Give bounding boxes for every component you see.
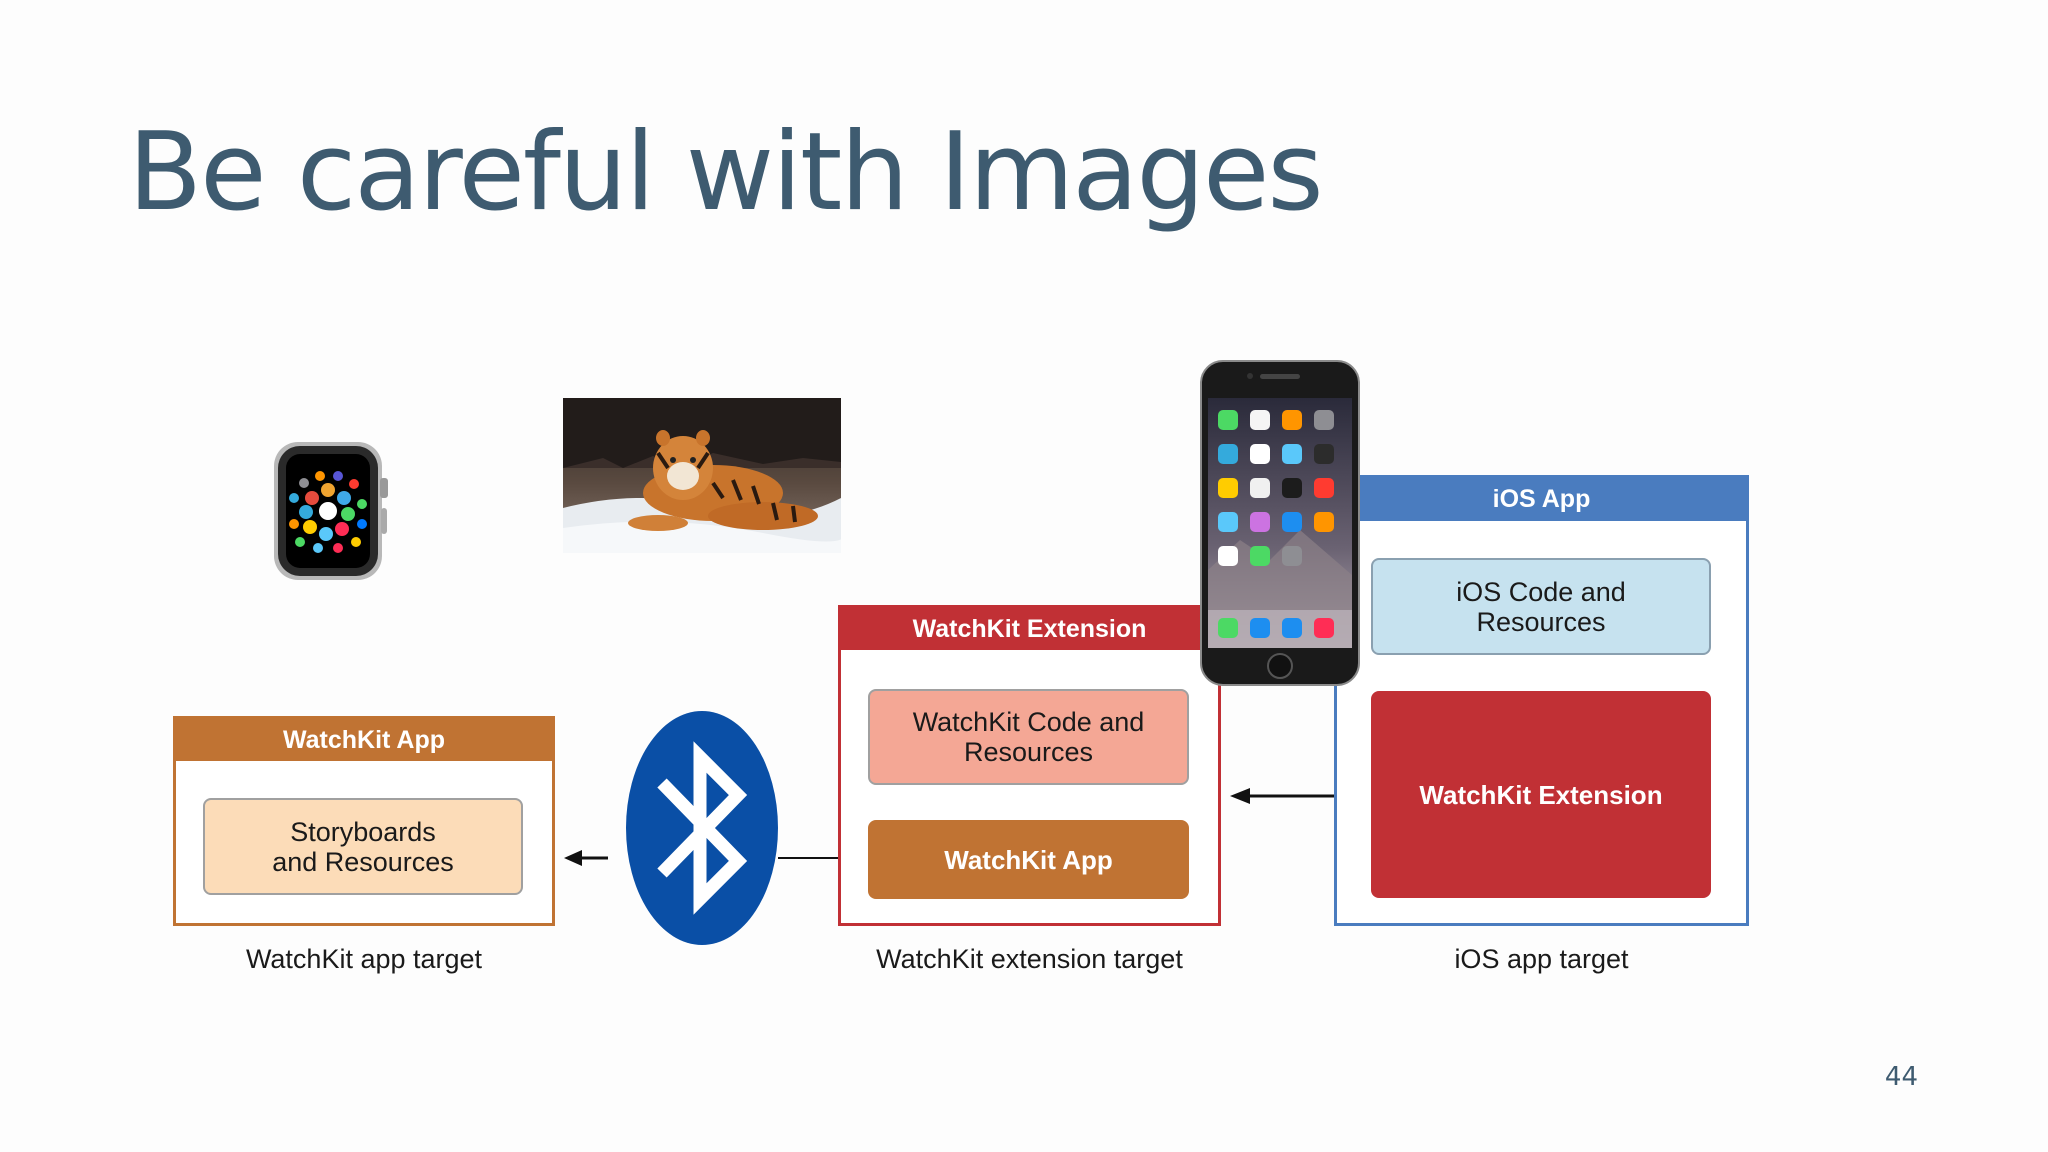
arrow-to-watchkit-app [564,850,608,866]
bluetooth-icon [626,711,778,945]
watchkit-extension-target-box: WatchKit Extension WatchKit Code and Res… [838,605,1221,926]
watchkit-app-inner-box: WatchKit App [868,820,1189,899]
ios-watchkit-extension-box: WatchKit Extension [1371,691,1711,898]
watchkit-app-header: WatchKit App [176,719,552,761]
iphone-icon [1200,360,1360,686]
apple-watch-icon [274,442,388,580]
watchkit-extension-caption: WatchKit extension target [876,944,1183,974]
watchkit-app-target-box: WatchKit App Storyboards and Resources [173,716,555,926]
storyboards-resources-box: Storyboards and Resources [203,798,523,895]
ios-app-target-box: iOS App iOS Code and Resources WatchKit … [1334,475,1749,926]
page-number: 44 [1884,1062,1918,1092]
ios-app-caption: iOS app target [1454,944,1629,974]
tiger-photo [563,398,841,553]
watchkit-app-caption: WatchKit app target [245,944,483,974]
ios-app-header: iOS App [1337,478,1746,521]
watchkit-extension-header: WatchKit Extension [841,608,1218,650]
ios-code-resources-box: iOS Code and Resources [1371,558,1711,655]
watchkit-code-resources-box: WatchKit Code and Resources [868,689,1189,785]
slide-title: Be careful with Images [128,110,1324,235]
